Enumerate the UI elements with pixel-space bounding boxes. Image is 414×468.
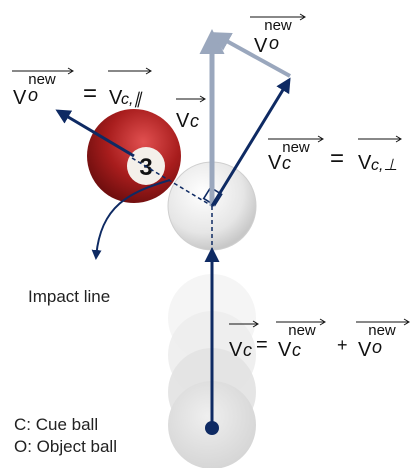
eq3-c: c	[243, 340, 252, 360]
eq3-v: V	[229, 339, 243, 361]
label-vc-sub: c	[190, 111, 199, 131]
object-ball-number: 3	[139, 154, 152, 181]
eq2-sub-perp: c,⊥	[371, 157, 397, 174]
equation-vo-new: new V o = V c,∥	[12, 67, 152, 109]
eq3-v2: V	[278, 339, 292, 361]
label-vo-new-top-v: V	[254, 35, 268, 57]
legend-object-ball: O: Object ball	[14, 437, 117, 456]
vo-new-vector-gray	[210, 32, 291, 78]
eq1-sub-par: c,∥	[121, 91, 142, 108]
equation-vc-new: new V c = V c,⊥	[268, 135, 402, 174]
vc-new-vector	[210, 77, 291, 207]
eq2-equals: =	[330, 145, 344, 172]
cue-ball-center	[205, 421, 219, 435]
eq3-new1: new	[288, 322, 316, 339]
right-angle-marker	[202, 186, 223, 207]
label-vo-new-top: new V o	[250, 13, 306, 57]
impact-line-pointer	[91, 179, 171, 260]
eq1-v-right: V	[109, 87, 123, 109]
eq3-o: o	[372, 337, 382, 357]
eq2-v: V	[268, 152, 282, 174]
legend-cue-ball: C: Cue ball	[14, 415, 98, 434]
eq3-equals: =	[256, 334, 268, 356]
eq1-o: o	[28, 85, 38, 105]
eq2-new: new	[282, 139, 310, 156]
eq1-v: V	[13, 87, 27, 109]
label-vo-new-top-new: new	[264, 17, 292, 34]
label-vc-gray: V c	[176, 95, 206, 132]
label-vc-v: V	[176, 110, 190, 132]
eq3-plus: +	[337, 335, 348, 355]
eq3-new2: new	[368, 322, 396, 339]
eq1-equals: =	[83, 80, 97, 107]
equation-conservation: V c = new V c + new V o	[229, 318, 410, 361]
impact-line	[131, 157, 213, 207]
impact-line-label: Impact line	[28, 287, 110, 306]
vo-new-vector	[55, 109, 135, 158]
label-vo-new-top-sub: o	[269, 33, 279, 53]
eq1-new: new	[28, 71, 56, 88]
eq3-v3: V	[358, 339, 372, 361]
eq2-v-right: V	[358, 152, 372, 174]
eq2-c: c	[282, 153, 291, 173]
eq3-c2: c	[292, 340, 301, 360]
